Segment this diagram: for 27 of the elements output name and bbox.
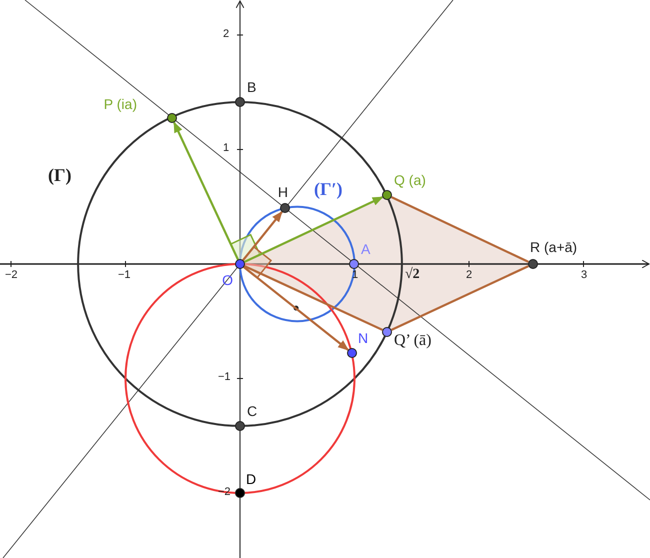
axis-tick-label: √2 — [405, 268, 420, 282]
axis-tick-label: 2 — [466, 270, 472, 281]
axis-tick-label: −1 — [118, 270, 131, 281]
line-segment — [391, 196, 529, 263]
point-label: H — [278, 185, 288, 199]
axis-tick-label: −1 — [218, 372, 231, 383]
circle-label: (Γ) — [48, 166, 72, 184]
point-label: R (a+ā) — [530, 240, 578, 254]
point-label: N — [358, 331, 368, 345]
arrow — [244, 196, 384, 263]
arrow — [173, 122, 239, 260]
axis-tick-label: 2 — [223, 29, 230, 40]
point-label: P (ia) — [104, 97, 137, 111]
circle-label: (Γ′) — [314, 180, 343, 198]
arrow — [242, 211, 283, 261]
axis-tick-label: 3 — [581, 270, 588, 281]
point-label: C — [247, 404, 258, 418]
line-segment — [244, 265, 383, 331]
point-label: Q (a) — [394, 173, 426, 187]
axis-tick-label: 1 — [223, 143, 230, 154]
point-label: D — [246, 472, 256, 486]
arrow — [243, 266, 349, 351]
line-segment — [391, 265, 529, 331]
point-label: Q’ (ā) — [394, 333, 432, 349]
point-label: A — [361, 242, 370, 256]
point-label: B — [247, 80, 256, 94]
axis-tick-label: −2 — [5, 270, 18, 281]
